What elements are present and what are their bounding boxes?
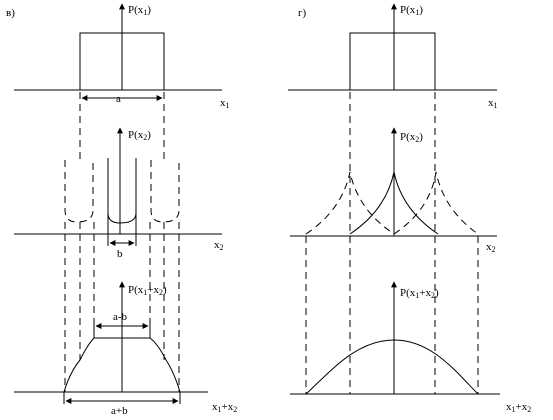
left-panel-letter: в) (6, 7, 15, 19)
right-panel-letter: г) (298, 7, 307, 19)
left-plot3-top-width-label: a-b (113, 311, 128, 323)
left-panel: в) P(x1) x1 a P(x2) x2 b (6, 3, 237, 417)
right-plot3-xlabel: x1+x2 (506, 401, 531, 414)
right-plot1: P(x1) x1 (288, 3, 498, 110)
left-plot1-xlabel: x1 (220, 97, 230, 110)
left-plot2: P(x2) x2 b (14, 127, 224, 260)
right-plot2-center-cusp (349, 171, 439, 235)
right-plot1-ylabel: P(x1) (400, 4, 423, 17)
right-plot2-xlabel: x2 (486, 241, 496, 254)
right-plot2-left-cusp (305, 171, 395, 235)
left-plot2-width-label: b (117, 248, 123, 260)
right-plot3: P(x1+x2) x1+x2 (290, 281, 531, 414)
left-projection-lines (64, 92, 180, 392)
left-plot2-xlabel: x2 (214, 239, 224, 252)
left-plot1-ylabel: P(x1) (128, 4, 151, 17)
right-plot2-right-cusp (393, 171, 479, 235)
right-plot1-xlabel: x1 (488, 97, 498, 110)
left-plot3-xlabel: x1+x2 (212, 401, 237, 414)
left-plot2-center-u-curve (107, 158, 137, 224)
left-plot2-right-u-curve (150, 160, 180, 223)
left-plot1: P(x1) x1 a (14, 3, 230, 110)
right-panel: г) P(x1) x1 P(x2) x2 P(x1+x2) x1+x2 (288, 3, 531, 414)
left-plot3: a-b a+b P(x1+x2) x1+x2 (14, 281, 237, 417)
left-plot1-rectangle (79, 32, 165, 90)
left-plot3-ylabel: P(x1+x2) (128, 284, 167, 297)
left-plot3-bottom-width-label: a+b (111, 405, 128, 417)
left-plot2-left-u-curve (64, 160, 94, 223)
right-plot3-ylabel: P(x1+x2) (400, 287, 439, 300)
right-plot1-rectangle (349, 32, 436, 90)
right-projection-lines (305, 92, 479, 394)
left-plot3-trapezoid-curve (63, 337, 181, 393)
left-plot2-ylabel: P(x2) (128, 129, 151, 142)
right-plot2-ylabel: P(x2) (400, 131, 423, 144)
left-plot1-width-label: a (116, 93, 121, 105)
right-plot2: P(x2) x2 (290, 127, 497, 254)
right-plot3-bell-curve (305, 339, 479, 395)
